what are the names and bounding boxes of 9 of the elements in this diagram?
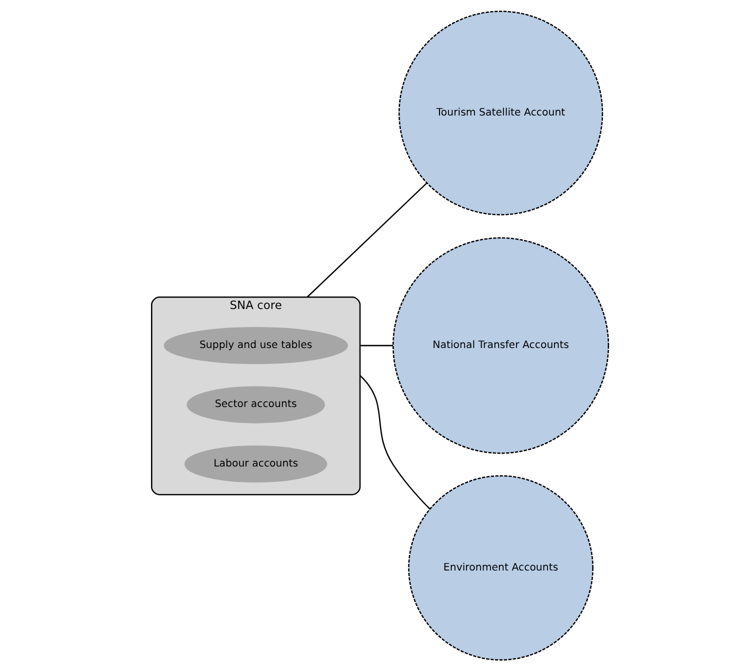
connector bbox=[360, 375, 430, 510]
connector bbox=[306, 182, 428, 298]
connector bbox=[360, 344, 394, 346]
node-circle: Tourism Satellite Account bbox=[398, 10, 604, 216]
node-ellipse: Sector accounts bbox=[186, 386, 325, 424]
node-ellipse: Supply and use tables bbox=[164, 327, 348, 364]
node-circle: National Transfer Accounts bbox=[392, 237, 610, 454]
node-circle: Environment Accounts bbox=[408, 475, 594, 661]
node-ellipse: Labour accounts bbox=[184, 446, 328, 483]
